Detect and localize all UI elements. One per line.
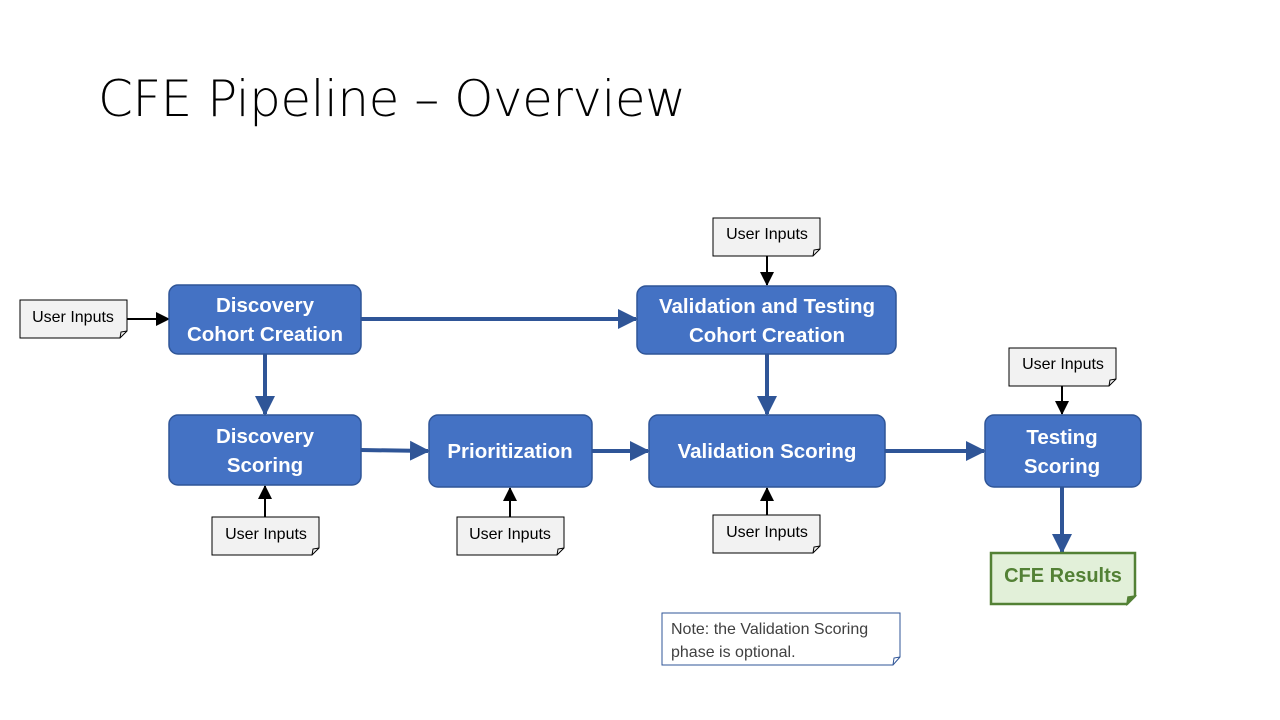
user-inputs-label: User Inputs [1022, 356, 1104, 373]
process-label: Validation Scoring [678, 440, 857, 463]
process-prioritization: Prioritization [428, 414, 593, 488]
process-label-line-1: Validation and Testing [659, 295, 875, 318]
user-inputs-2: User Inputs [712, 217, 821, 257]
note-line-1: Note: the Validation Scoring [671, 621, 868, 638]
process-discovery-cohort: Discovery Cohort Creation [168, 284, 362, 355]
user-inputs-label: User Inputs [225, 526, 307, 543]
process-validation-scoring: Validation Scoring [648, 414, 886, 488]
user-inputs-label: User Inputs [32, 309, 114, 326]
process-label-line-2: Scoring [227, 454, 303, 477]
user-inputs-1: User Inputs [19, 299, 128, 339]
note-line-2: phase is optional. [671, 644, 796, 661]
process-label-line-1: Testing [1026, 426, 1097, 449]
user-inputs-label: User Inputs [469, 526, 551, 543]
flow-arrows [255, 309, 1072, 554]
user-inputs-label: User Inputs [726, 524, 808, 541]
note: Note: the Validation Scoring phase is op… [661, 612, 901, 666]
process-label-line-1: Discovery [216, 294, 315, 317]
input-arrows [127, 256, 1069, 517]
process-label-line-2: Scoring [1024, 455, 1100, 478]
process-label-line-2: Cohort Creation [187, 323, 343, 346]
process-validation-testing-cohort: Validation and Testing Cohort Creation [636, 285, 897, 355]
cfe-results-label: CFE Results [1004, 565, 1122, 587]
process-label-line-2: Cohort Creation [689, 324, 845, 347]
cfe-results: CFE Results [989, 551, 1138, 607]
user-inputs-5: User Inputs [456, 516, 565, 556]
user-inputs-6: User Inputs [712, 514, 821, 554]
arrow-discovery-scoring-to-prioritization [360, 440, 430, 461]
slide-title: CFE Pipeline – Overview [98, 70, 686, 128]
process-discovery-scoring: Discovery Scoring [168, 414, 362, 486]
process-label-line-1: Discovery [216, 425, 315, 448]
user-inputs-4: User Inputs [211, 516, 320, 556]
user-inputs-3: User Inputs [1008, 347, 1117, 387]
process-testing-scoring: Testing Scoring [984, 414, 1142, 488]
process-label: Prioritization [447, 440, 572, 463]
user-inputs-label: User Inputs [726, 226, 808, 243]
